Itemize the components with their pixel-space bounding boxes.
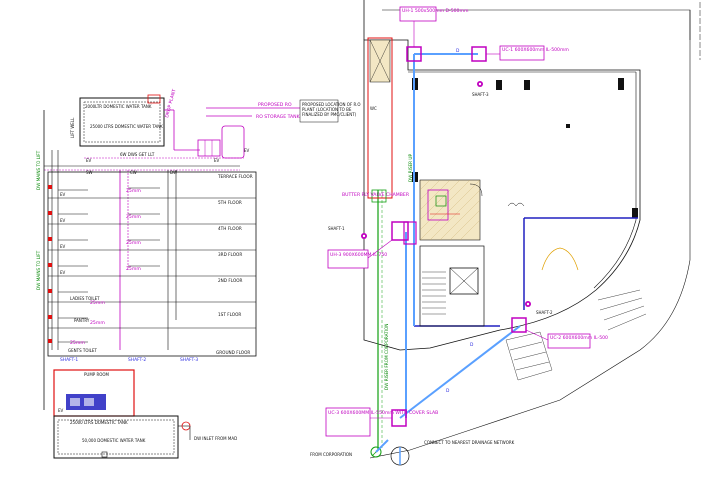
svg-text:D: D — [470, 342, 474, 348]
shaft-2-label: SHAFT-2 — [536, 310, 553, 315]
bottom-tank-label: 50,000 DOMESTIC WATER TANK — [82, 438, 146, 443]
shaft-label-3: SHAFT-3 — [180, 357, 198, 363]
svg-text:EV: EV — [86, 158, 92, 163]
svg-text:UC-3 600X600MM IL-550mm WITH C: UC-3 600X600MM IL-550mm WITH COVER SLAB — [328, 410, 438, 416]
svg-text:WC: WC — [370, 106, 377, 111]
svg-text:EV: EV — [214, 158, 220, 163]
floor-3: 3RD FLOOR — [218, 252, 242, 257]
riser-label-cw: CW — [130, 170, 137, 175]
svg-text:FINALIZED BY PMC/CLIENT): FINALIZED BY PMC/CLIENT) — [302, 112, 357, 117]
dw-riser-up-label: DW RISER UP — [408, 154, 413, 182]
ro-storage-tank — [221, 125, 245, 159]
riser-label-sw: SW — [86, 170, 93, 175]
svg-text:25mm: 25mm — [90, 300, 105, 306]
svg-text:EV: EV — [244, 148, 250, 153]
tag-uc2: UC-2 600X600mm IL-500 — [525, 329, 608, 349]
tag-uh3: UH-3 900X600MM IL-750 — [327, 239, 393, 269]
svg-text:EV: EV — [58, 408, 64, 413]
riser-note: DW RISER FROM CORPORATION — [384, 324, 389, 390]
corporation-label: FROM CORPORATION — [310, 452, 352, 457]
tag-uc1: UC-1 600X600mm IL-500mm — [486, 45, 569, 61]
gents-toilet-label: GENTS TOILET — [68, 348, 97, 353]
svg-text:D: D — [456, 48, 460, 54]
svg-text:UH-1 500x500mm D-500mm: UH-1 500x500mm D-500mm — [402, 8, 469, 14]
floor-1: 1ST FLOOR — [218, 312, 241, 317]
butterfly-valve-note: BUTTER FLY VALVE CHAMBER — [342, 192, 410, 198]
tag-uc3: UC-3 600X600MM IL-550mm WITH COVER SLAB — [325, 407, 438, 437]
pump-room-label: PUMP ROOM — [84, 372, 110, 377]
svg-text:EV: EV — [60, 244, 66, 249]
svg-text:6W DWS GET LLT: 6W DWS GET LLT — [120, 152, 155, 157]
svg-text:EV: EV — [60, 192, 66, 197]
drop-plant-note: DROP PLANT — [164, 88, 177, 118]
ladies-toilet-label: LADIES TOILET — [70, 296, 100, 301]
svg-text:25mm: 25mm — [126, 266, 141, 272]
svg-text:EV: EV — [60, 270, 66, 275]
connect-note: CONNECT TO NEAREST DRAINAGE NETWORK — [424, 440, 515, 445]
riser-label-dw: DW — [170, 170, 177, 175]
floor-5: 5TH FLOOR — [218, 200, 242, 205]
svg-text:UH-3 900X600MM IL-750: UH-3 900X600MM IL-750 — [330, 252, 387, 258]
top-water-tank — [79, 97, 165, 147]
svg-text:25mm: 25mm — [126, 240, 141, 246]
svg-text:UC-2 600X600mm IL-500: UC-2 600X600mm IL-500 — [550, 335, 608, 341]
floor-ground: GROUND FLOOR — [216, 350, 250, 355]
chamber-uh3 — [391, 221, 409, 241]
pantry-label: PANTRY — [74, 318, 90, 323]
top-tank-label: 25000 LTRS DOMESTIC WATER TANK — [90, 124, 163, 129]
floor-2: 2ND FLOOR — [218, 278, 243, 283]
floor-plan: DW RISER FROM CORPORATION FROM CORPORATI… — [310, 0, 701, 466]
svg-text:EV: EV — [60, 218, 66, 223]
svg-text:UC-1 600X600mm IL-500mm: UC-1 600X600mm IL-500mm — [502, 47, 569, 53]
tag-uh1: UH-1 500x500mm D-500mm — [399, 6, 469, 47]
shaft-label-1: SHAFT-1 — [60, 357, 78, 363]
ro-plant — [197, 139, 221, 157]
dw-inlet-label: DW INLET FROM MAD — [194, 436, 237, 441]
top-tank-note: 2000LTR DOMESTIC WATER TANK — [85, 104, 152, 109]
floor-4: 4TH FLOOR — [218, 226, 242, 231]
bottom-water-tank — [53, 415, 179, 459]
floor-terrace: TERRACE FLOOR — [217, 174, 253, 179]
proposed-ro-note: PROPOSED RO — [258, 102, 292, 108]
svg-text:DW MAINS TO LIFT: DW MAINS TO LIFT — [36, 250, 41, 290]
svg-text:LIFT WELL: LIFT WELL — [70, 117, 75, 138]
shaft-1-label: SHAFT-1 — [328, 226, 345, 231]
plumbing-schematic: 2000LTR DOMESTIC WATER TANK 25000 LTRS D… — [36, 88, 361, 459]
dw-mains-label: DW MAINS TO LIFT — [36, 150, 41, 190]
svg-text:D: D — [446, 388, 450, 394]
svg-text:25mm: 25mm — [90, 320, 105, 326]
svg-text:PROPOSED LOCATION OF R.O: PROPOSED LOCATION OF R.O — [302, 102, 361, 107]
chamber-uc2 — [511, 317, 527, 333]
shaft-3-label: SHAFT-3 — [472, 92, 489, 97]
svg-text:25mm: 25mm — [126, 188, 141, 194]
shaft-label-2: SHAFT-2 — [128, 357, 146, 363]
svg-text:25mm: 25mm — [70, 340, 85, 346]
ro-storage-note: RO STORAGE TANK — [256, 114, 301, 120]
svg-text:25000 LTRS DOMESTIC TANK: 25000 LTRS DOMESTIC TANK — [70, 420, 128, 425]
svg-text:25mm: 25mm — [126, 214, 141, 220]
svg-text:PLANT (LOCATION TO BE: PLANT (LOCATION TO BE — [302, 107, 352, 112]
